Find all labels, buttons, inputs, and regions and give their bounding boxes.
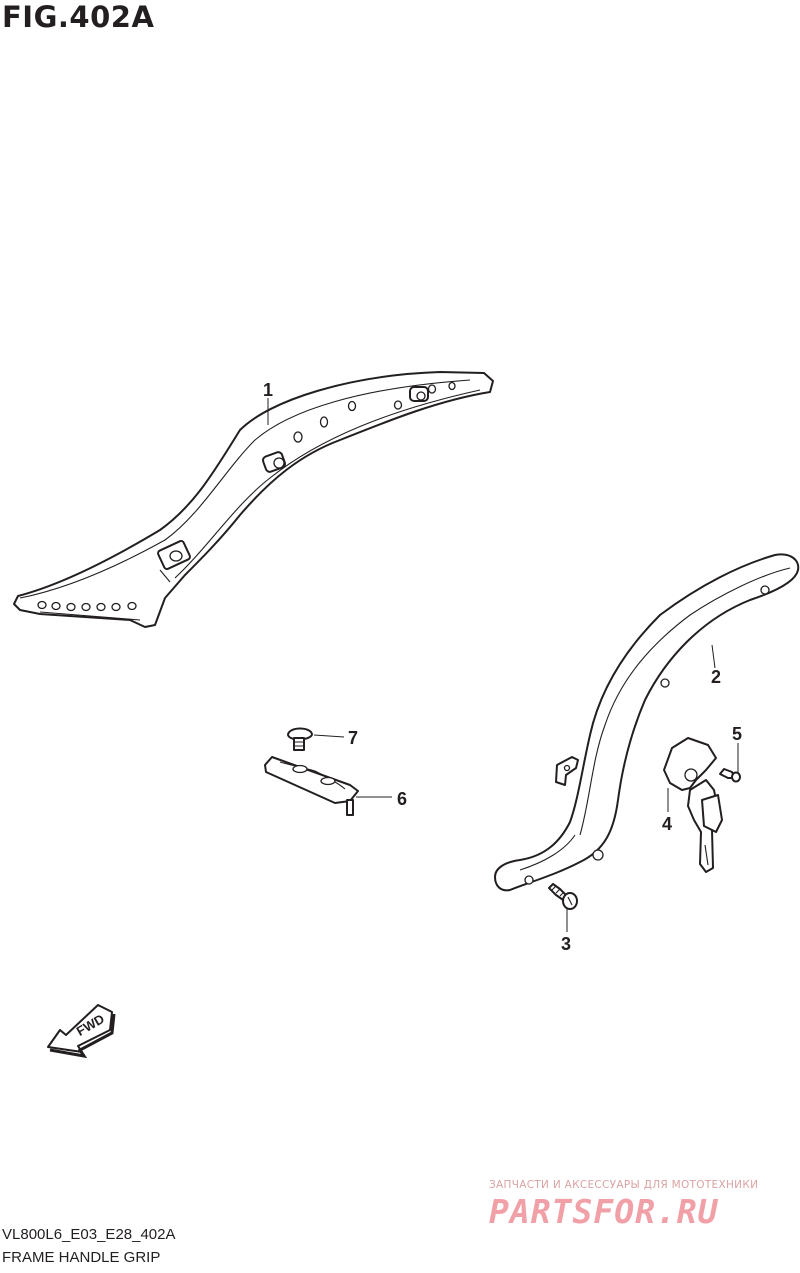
figure-model-code: VL800L6_E03_E28_402A [2, 1226, 176, 1243]
callout-5: 5 [732, 724, 742, 744]
callout-7: 7 [348, 728, 358, 748]
callout-4: 4 [662, 814, 672, 834]
figure-name: FRAME HANDLE GRIP [2, 1249, 161, 1266]
callout-2: 2 [711, 667, 721, 687]
leader-lines [267, 398, 739, 932]
part-5-screw[interactable] [719, 768, 741, 783]
watermark-brand: PARTSFOR.RU [489, 1192, 719, 1231]
watermark-tagline: ЗАПЧАСТИ И АКСЕССУАРЫ ДЛЯ МОТОТЕХНИКИ [489, 1179, 759, 1191]
fwd-arrow-icon: FWD [47, 1004, 116, 1059]
part-4-holder[interactable] [663, 737, 723, 873]
figure-title: FIG.402A [2, 0, 155, 34]
callout-3: 3 [561, 934, 571, 954]
part-7-bolt[interactable] [287, 727, 313, 751]
part-6-bracket-plate[interactable] [264, 756, 359, 816]
callout-1: 1 [263, 380, 273, 400]
part-3-screw[interactable] [548, 883, 578, 910]
part-1-left-handle-grip[interactable] [13, 371, 494, 628]
callout-6: 6 [397, 789, 407, 809]
part-2-right-handle-grip[interactable] [494, 553, 800, 892]
grip-bosses [157, 386, 429, 583]
